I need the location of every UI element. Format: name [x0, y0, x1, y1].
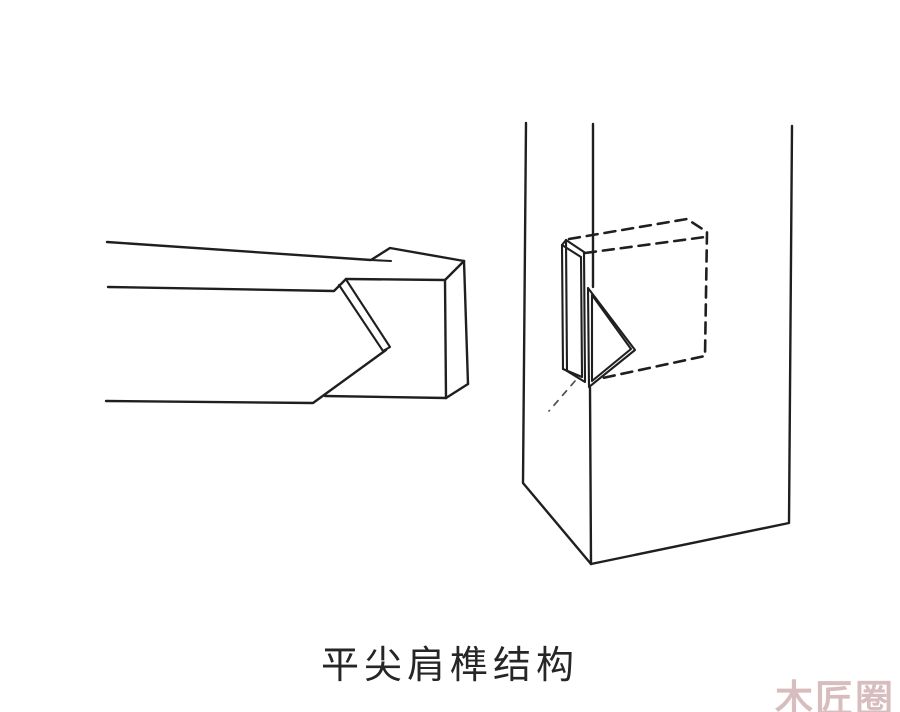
wedge-inner: [590, 293, 633, 383]
hidden-mortise-cavity-dashed: [548, 217, 709, 412]
slab-top-back: [564, 238, 586, 254]
post-right-edge: [589, 124, 794, 566]
post-left-edge: [521, 121, 593, 566]
mortise-post: [521, 121, 794, 566]
cavity-outline-dashed: [567, 217, 709, 381]
slab-top-front: [560, 243, 583, 259]
pointed-notch-wedge: [586, 286, 637, 389]
slab-top-corner: [560, 238, 568, 247]
tenon-bottom-receding-edge: [444, 382, 470, 400]
wedge-outer: [586, 286, 637, 389]
cavity-lower-hint-dashed: [548, 380, 576, 412]
rail-front-top-edge: [106, 277, 348, 293]
mortise-opening-slab: [560, 238, 587, 384]
slab-left-outer: [560, 243, 565, 371]
post-front-edge-lower: [588, 386, 593, 566]
tenon-top-face: [344, 259, 466, 282]
rail-bottom-edge: [104, 348, 388, 405]
tenon-bottom-edge: [323, 394, 448, 400]
slab-right-front: [579, 255, 584, 379]
tenon-front-right-edge: [443, 278, 448, 400]
watermark-text: 木匠圈: [775, 679, 896, 712]
pointed-shoulder-edge: [337, 279, 392, 353]
slab-bottom-back: [565, 369, 587, 384]
rail-top-step-stub: [369, 258, 393, 263]
slab-right-back: [582, 250, 587, 383]
tenon-rail: [104, 240, 470, 405]
diagram-caption: 平尖肩榫结构: [320, 645, 579, 687]
cavity-top-inner-dashed: [583, 235, 707, 255]
tenon-back-right-edge: [462, 259, 470, 386]
slab-bottom-front: [561, 367, 584, 379]
slab-left-inner: [564, 238, 569, 373]
rail-top-edge: [105, 240, 466, 263]
